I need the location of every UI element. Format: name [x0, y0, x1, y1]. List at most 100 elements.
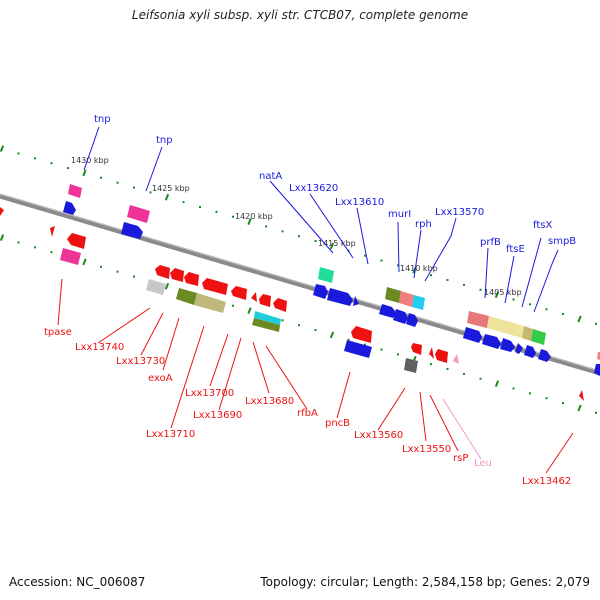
major-tick [494, 291, 500, 298]
map-title: Leifsonia xyli subsp. xyli str. CTCB07, … [131, 8, 469, 22]
gene-label[interactable]: Lxx13730 [116, 356, 165, 367]
gene-arrow[interactable] [406, 313, 418, 327]
gene-label[interactable]: Lxx13610 [335, 197, 384, 208]
gene-label[interactable]: Lxx13740 [75, 342, 124, 353]
gene-arrow[interactable] [579, 390, 584, 401]
gene-label[interactable]: Lxx13680 [245, 396, 294, 407]
gene-label[interactable]: rph [415, 219, 432, 230]
gene-label[interactable]: Lxx13462 [522, 476, 571, 487]
gene-arrow[interactable] [353, 296, 359, 306]
gene-block[interactable] [467, 311, 489, 328]
kbp-label: 1415 kbp [318, 239, 356, 248]
gene-block[interactable] [412, 295, 425, 310]
gene-arrow[interactable] [50, 226, 55, 237]
gene-arrow[interactable] [67, 233, 86, 249]
kbp-label: 1410 kbp [400, 264, 438, 273]
major-tick [247, 307, 252, 314]
gene-arrow[interactable] [231, 286, 247, 300]
major-tick [0, 234, 5, 241]
gene-arrow[interactable] [463, 327, 482, 343]
gene-label[interactable]: Leu [474, 458, 492, 469]
gene-block[interactable] [522, 326, 533, 341]
gene-block[interactable] [487, 316, 524, 338]
forward-gene-blocks [63, 184, 600, 376]
gene-label[interactable]: tnp [94, 114, 111, 125]
gene-label[interactable]: rfbA [297, 408, 318, 419]
gene-block[interactable] [399, 291, 414, 307]
major-tick [164, 282, 170, 290]
gene-label[interactable]: Lxx13620 [289, 183, 338, 194]
gene-label[interactable]: prfB [480, 237, 501, 248]
gene-arrow[interactable] [170, 268, 184, 282]
gene-label[interactable]: ftsX [533, 220, 552, 231]
outer-tick-ring [0, 145, 597, 325]
gene-arrow[interactable] [351, 326, 372, 343]
gene-block[interactable] [404, 358, 418, 373]
kbp-label: 1420 kbp [235, 212, 273, 221]
gene-arrow[interactable] [121, 222, 143, 239]
gene-label[interactable]: tpase [44, 327, 72, 338]
gene-arrow[interactable] [429, 347, 434, 359]
gene-block[interactable] [531, 329, 546, 345]
gene-arrow[interactable] [251, 292, 257, 302]
gene-label[interactable]: exoA [148, 373, 173, 384]
gene-arrow[interactable] [524, 345, 536, 358]
gene-block[interactable] [254, 311, 281, 325]
major-tick [0, 145, 5, 152]
gene-arrow[interactable] [327, 288, 353, 306]
accession-label: Accession: NC_006087 [9, 575, 146, 589]
major-tick [577, 404, 582, 412]
major-tick [82, 169, 87, 177]
gene-label[interactable]: Lxx13690 [193, 410, 242, 421]
kbp-label: 1405 kbp [484, 288, 522, 297]
gene-arrow[interactable] [500, 338, 515, 352]
kbp-label: 1425 kbp [152, 184, 190, 193]
gene-label[interactable]: Lxx13570 [435, 207, 484, 218]
gene-arrow[interactable] [313, 284, 328, 299]
gene-block[interactable] [176, 288, 197, 305]
gene-arrow[interactable] [453, 354, 459, 364]
gene-block[interactable] [194, 293, 226, 313]
gene-block[interactable] [318, 267, 334, 283]
gene-block[interactable] [385, 287, 401, 303]
gene-block[interactable] [146, 279, 166, 295]
gene-arrow[interactable] [538, 349, 551, 362]
gene-block[interactable] [68, 184, 82, 198]
gene-block[interactable] [597, 352, 600, 360]
gene-label[interactable]: Lxx13560 [354, 430, 403, 441]
gene-label[interactable]: smpB [548, 236, 576, 247]
gene-arrow[interactable] [379, 304, 396, 318]
gene-label[interactable]: Lxx13700 [185, 388, 234, 399]
gene-arrow[interactable] [273, 298, 287, 312]
gene-block[interactable] [60, 248, 81, 265]
gene-block[interactable] [127, 205, 150, 223]
gene-arrow[interactable] [0, 207, 4, 216]
gene-block[interactable] [344, 340, 372, 358]
gene-arrow[interactable] [155, 265, 170, 279]
gene-arrow[interactable] [515, 343, 523, 354]
gene-label[interactable]: murI [388, 209, 411, 220]
major-tick [494, 380, 500, 387]
gene-label[interactable]: tnp [156, 135, 173, 146]
gene-label[interactable]: pncB [325, 418, 350, 429]
gene-arrow[interactable] [202, 278, 228, 295]
gene-label[interactable]: ftsE [506, 244, 525, 255]
gene-arrow[interactable] [435, 349, 448, 363]
gene-arrow[interactable] [259, 294, 271, 307]
gene-arrow[interactable] [63, 201, 76, 215]
gene-arrow[interactable] [393, 309, 408, 324]
gene-arrow[interactable] [184, 272, 199, 286]
gene-label[interactable]: Lxx13550 [402, 444, 451, 455]
gene-label[interactable]: natA [259, 171, 282, 182]
gene-block[interactable] [252, 318, 280, 332]
gene-arrow[interactable] [482, 334, 501, 349]
gene-arrow[interactable] [411, 343, 422, 355]
genome-summary: Topology: circular; Length: 2,584,158 bp… [260, 575, 590, 589]
gene-label[interactable]: Lxx13710 [146, 429, 195, 440]
major-tick [329, 242, 335, 250]
major-tick [329, 331, 335, 339]
major-tick [164, 193, 170, 201]
gene-arrow[interactable] [594, 364, 600, 376]
gene-label[interactable]: rsP [453, 453, 468, 464]
